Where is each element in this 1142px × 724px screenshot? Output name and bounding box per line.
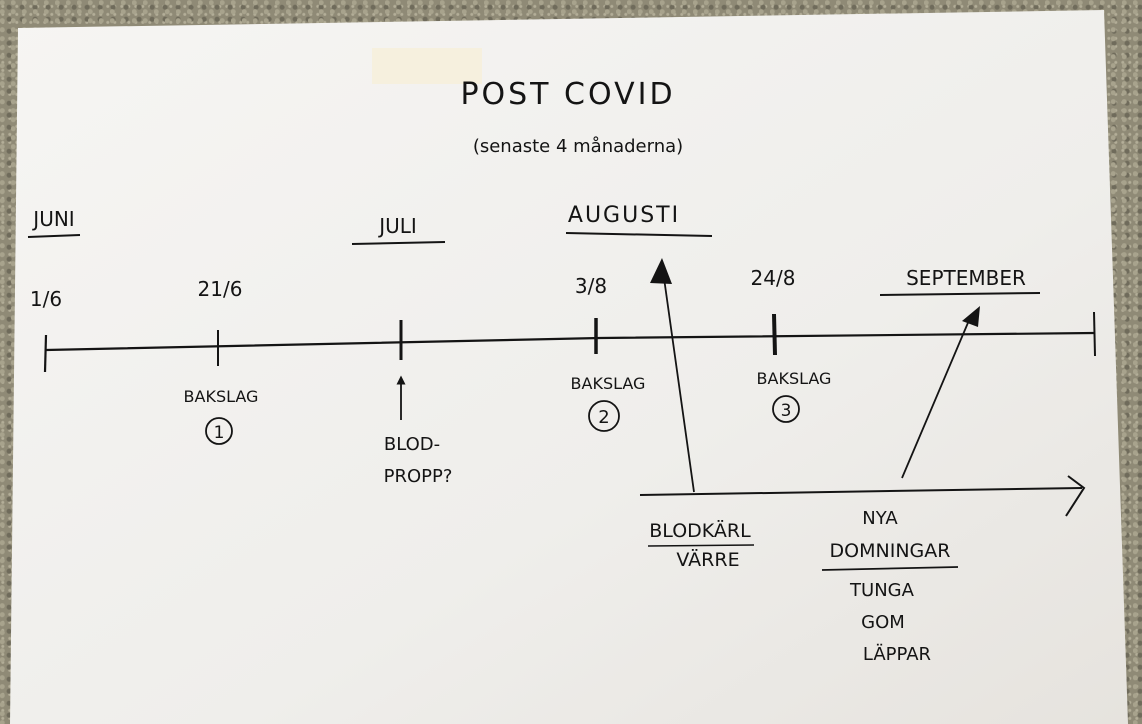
month-september: SEPTEMBER [906, 266, 1026, 290]
gom-text: GOM [861, 612, 905, 633]
tick-24-8 [772, 313, 777, 356]
bakslag-1-number: 1 [214, 423, 225, 443]
month-september-underline [879, 292, 1041, 296]
tick-start [43, 334, 48, 373]
domningar-line2: DOMNINGAR [830, 540, 951, 562]
domningar-line1: NYA [862, 508, 898, 529]
tick-end [1093, 311, 1096, 357]
bakslag-2-circle [588, 400, 620, 432]
date-1-6: 1/6 [30, 287, 62, 311]
blodpropp-line2: PROPP? [384, 466, 453, 487]
bakslag-1-circle [205, 417, 233, 445]
month-augusti: AUGUSTI [568, 203, 680, 228]
domningar-underline [821, 566, 959, 571]
lappar-text: LÄPPAR [863, 644, 931, 665]
domningar-arrow [901, 317, 971, 479]
progression-arrow-head [1065, 475, 1086, 517]
month-juni-underline [27, 234, 81, 238]
blodpropp-line1: BLOD- [384, 434, 440, 455]
month-juli: JULI [377, 214, 417, 238]
bakslag-3-label: BAKSLAG [757, 369, 832, 388]
bakslag-2-label: BAKSLAG [571, 374, 646, 393]
blodkarl-arrow [663, 277, 695, 493]
date-21-6: 21/6 [198, 277, 243, 301]
domningar-arrow-head [962, 306, 980, 327]
blodkarl-arrow-head [650, 258, 672, 284]
title-text: POST COVID [460, 77, 675, 112]
bakslag-1-label: BAKSLAG [184, 387, 259, 406]
tape-strip [372, 48, 482, 84]
month-juni: JUNI [31, 207, 74, 231]
progression-arrow [639, 487, 1083, 496]
month-juli-underline [351, 241, 446, 245]
paper-sheet [10, 10, 1128, 724]
timeline-axis [45, 331, 1095, 352]
month-augusti-underline [565, 232, 713, 237]
blodkarl-underline [647, 544, 755, 547]
bakslag-2-number: 2 [598, 407, 609, 428]
tunga-text: TUNGA [849, 580, 915, 601]
bakslag-3-number: 3 [781, 401, 792, 421]
subtitle-text: (senaste 4 månaderna) [473, 136, 683, 157]
date-3-8: 3/8 [575, 274, 607, 298]
date-24-8: 24/8 [751, 266, 796, 290]
bakslag-3-circle [772, 395, 800, 423]
blodkarl-line2: VÄRRE [676, 548, 739, 571]
blodkarl-line1: BLODKÄRL [649, 519, 751, 542]
